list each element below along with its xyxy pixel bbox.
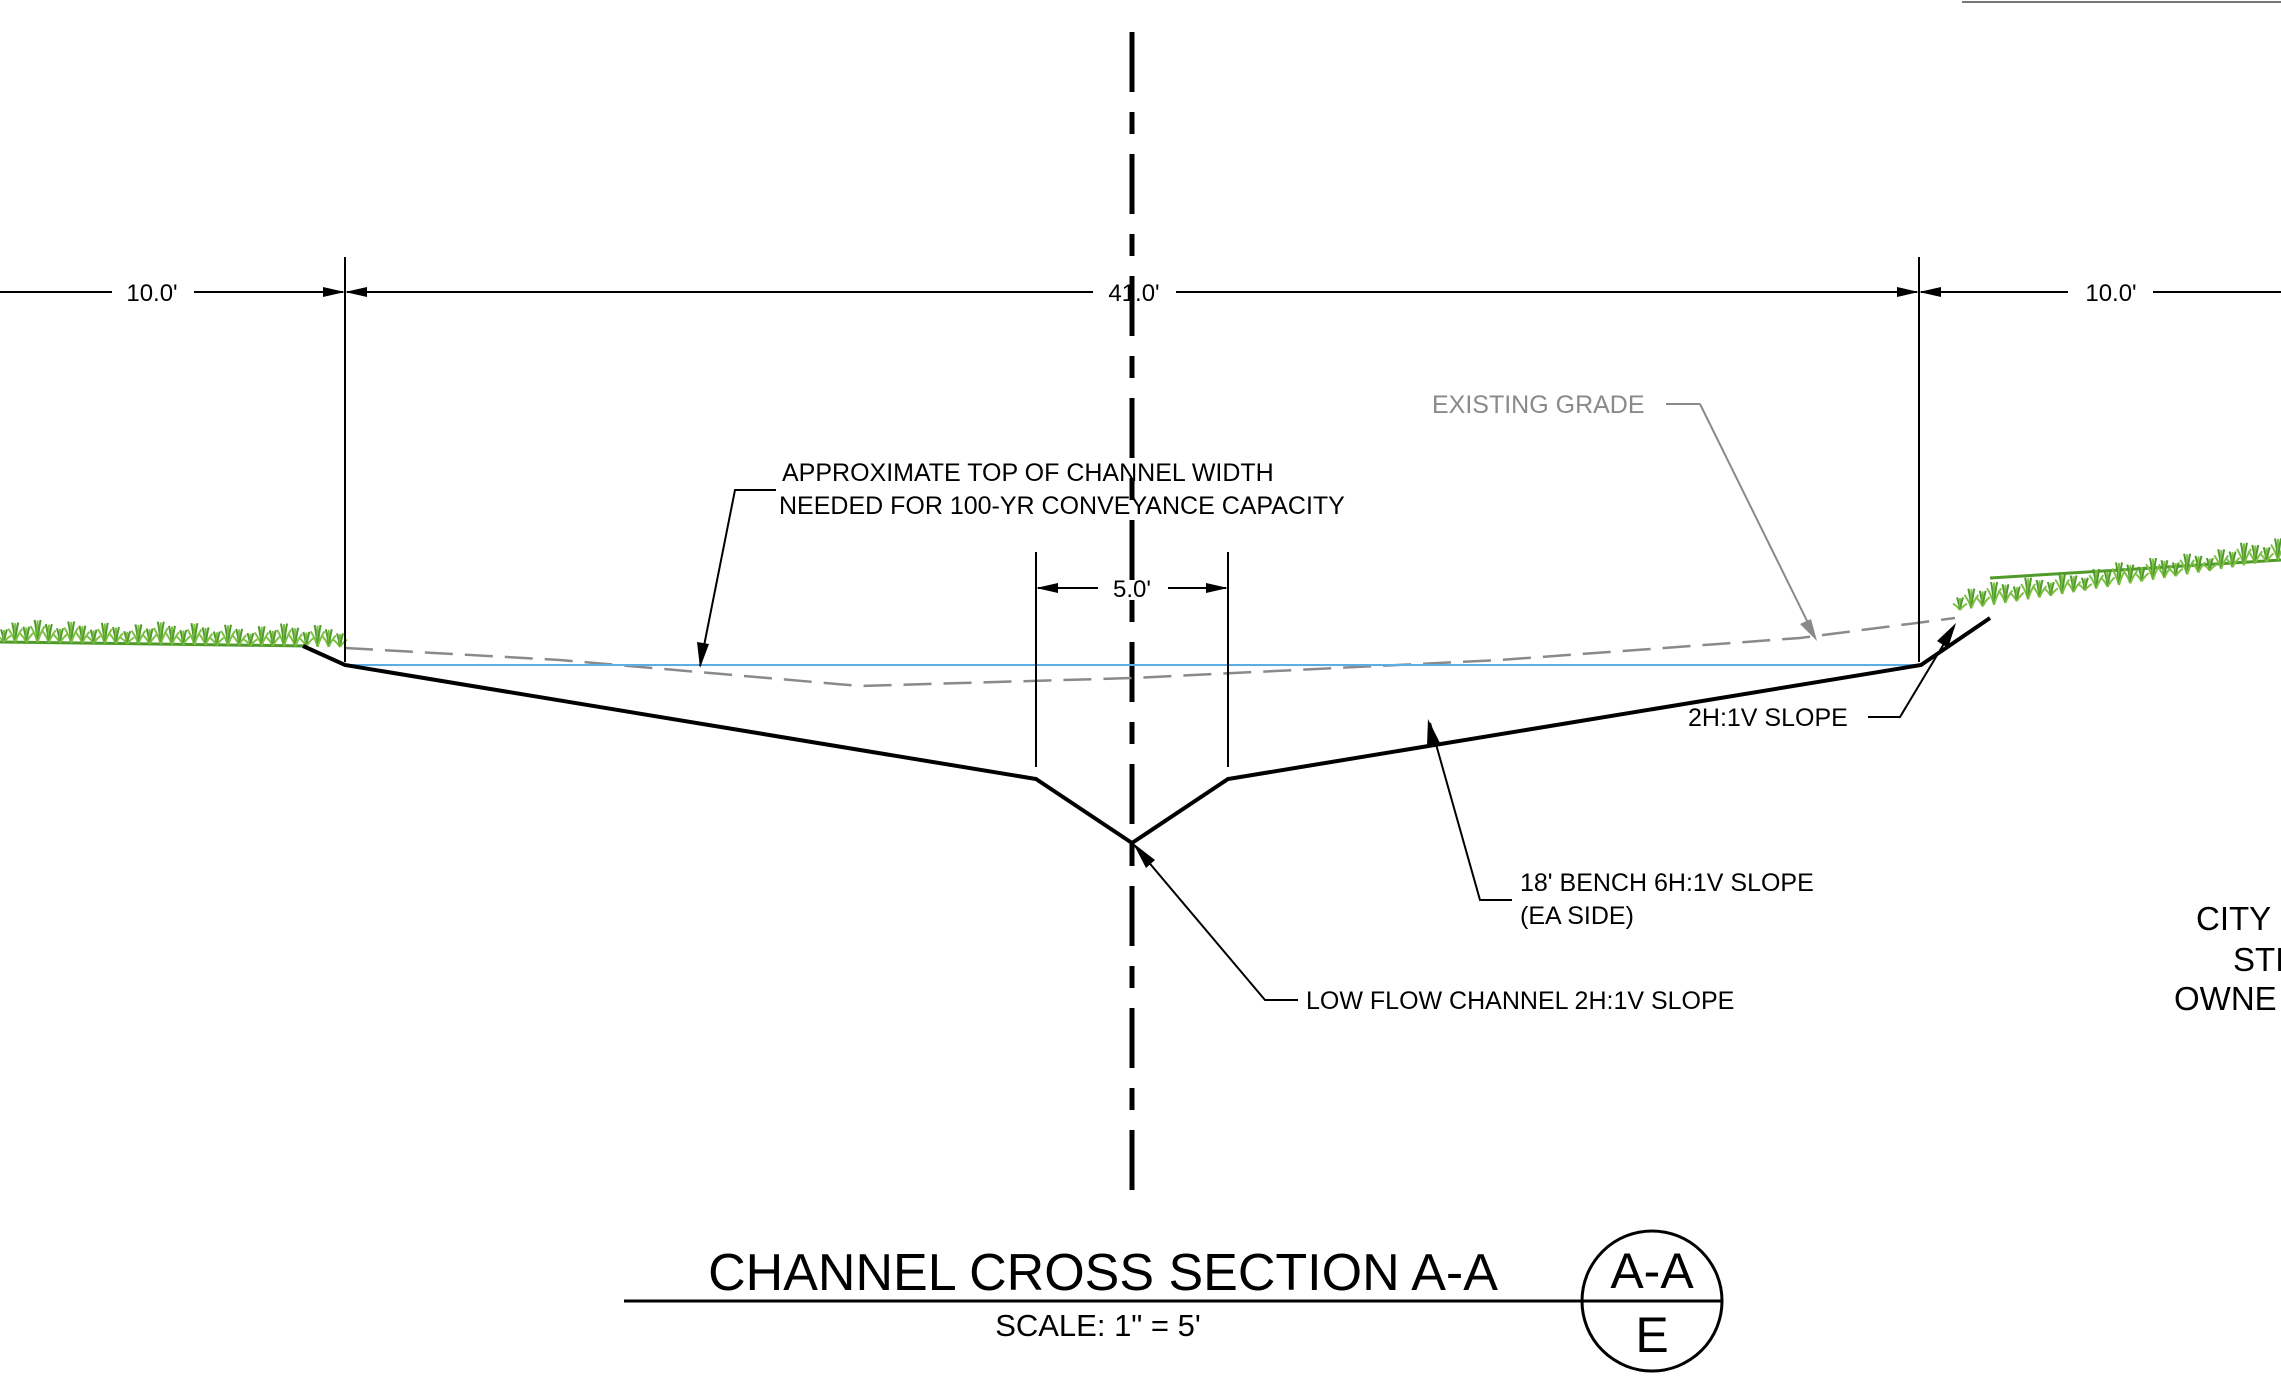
arrowhead-icon (697, 642, 709, 668)
edge-text-line2: STI (2233, 941, 2281, 978)
left-offset-dimension: 10.0' (126, 280, 177, 307)
arrowhead-icon (1133, 843, 1155, 868)
top-dimension-string (0, 257, 2281, 662)
side-slope-leader (1868, 626, 1955, 718)
low-flow-leader (1134, 845, 1298, 1001)
top-width-label-line1: APPROXIMATE TOP OF CHANNEL WIDTH (782, 459, 1274, 487)
low-flow-width-dimension: 5.0' (1113, 576, 1151, 603)
existing-grade-line (344, 616, 1956, 688)
bench-leader (1429, 722, 1512, 901)
grass-right-icon (1952, 538, 2281, 611)
bench-label-line1: 18' BENCH 6H:1V SLOPE (1520, 869, 1814, 897)
arrowhead-icon (1897, 287, 1919, 297)
drawing-title: CHANNEL CROSS SECTION A-A (708, 1244, 1498, 1302)
arrowhead-icon (1919, 287, 1941, 297)
arrowhead-icon (1206, 583, 1228, 593)
channel-profile (302, 616, 1992, 846)
arrowhead-icon (1427, 719, 1440, 746)
arrowhead-icon (1036, 583, 1058, 593)
arrowhead-icon (1800, 619, 1817, 641)
section-id: A-A (1610, 1243, 1694, 1299)
low-flow-dimension (1035, 552, 1229, 767)
ground-right (1989, 558, 2281, 580)
grass-left-icon (0, 619, 348, 648)
existing-grade-leader-diagonal (1699, 403, 1816, 638)
arrowhead-icon (345, 287, 367, 297)
ground-left (0, 640, 308, 648)
arrowhead-icon (323, 287, 345, 297)
edge-text-line1: CITY (2196, 900, 2271, 937)
low-flow-label: LOW FLOW CHANNEL 2H:1V SLOPE (1306, 987, 1734, 1015)
edge-text-line3: OWNE (2174, 980, 2277, 1017)
existing-grade-label: EXISTING GRADE (1432, 391, 1645, 419)
arrowhead-icon (1937, 623, 1956, 648)
side-slope-label: 2H:1V SLOPE (1688, 704, 1848, 732)
sheet-reference: E (1635, 1307, 1668, 1363)
top-width-dimension: 41.0' (1108, 280, 1159, 307)
drawing-scale: SCALE: 1" = 5' (995, 1308, 1201, 1343)
bench-label-line2: (EA SIDE) (1520, 902, 1634, 930)
top-width-label-line2: NEEDED FOR 100-YR CONVEYANCE CAPACITY (779, 492, 1345, 520)
right-offset-dimension: 10.0' (2085, 280, 2136, 307)
top-width-leader (699, 489, 776, 667)
